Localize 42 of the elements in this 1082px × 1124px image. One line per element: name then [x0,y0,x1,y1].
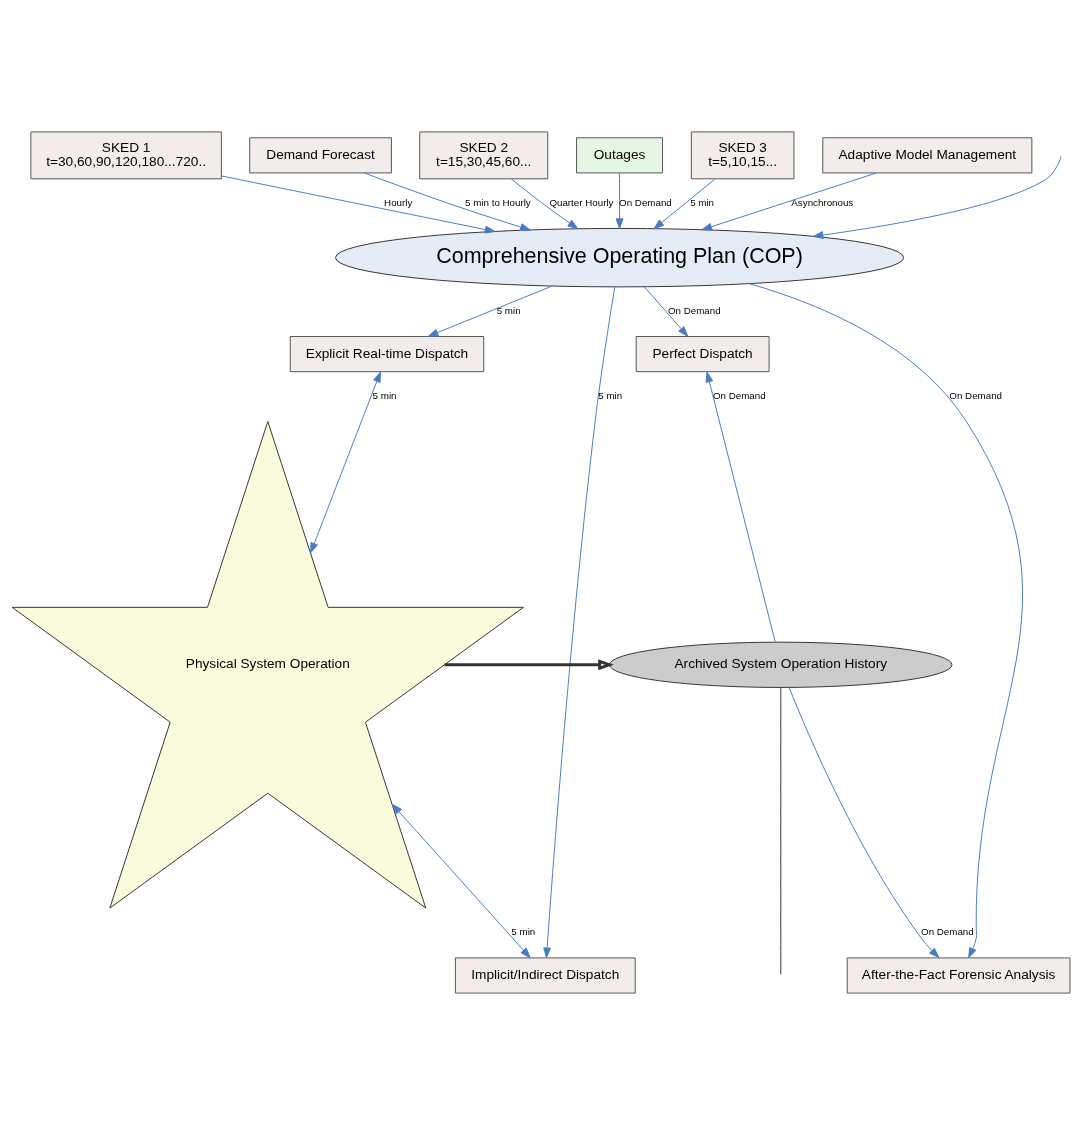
edge-label: On Demand [712,389,766,401]
node-box: SKED 1 t=30,60,90,120,180...720.. [30,130,222,179]
arrow [391,803,531,958]
arrow [701,172,877,231]
arrow [748,282,1023,958]
edge-label: 5 min [598,389,623,401]
edge-label: On Demand [921,925,974,937]
arrow [705,371,776,642]
arrow [444,658,614,670]
node-box: Demand Forecast [249,136,392,173]
node-box: Implicit/Indirect Dispatch [454,956,636,994]
edge-label: 5 min [496,304,521,316]
edge-label: On Demand [949,389,1003,401]
arrow [812,155,1062,239]
edge-label: Asynchronous [791,196,854,208]
edge-label: 5 min [690,196,715,208]
arrow [363,172,531,231]
arrow [615,172,624,229]
edge-label: On Demand [619,196,672,208]
node-box: SKED 3 t=5,10,15... [690,130,795,179]
node-box: After-the-Fact Forensic Analysis [846,956,1071,994]
arrow [310,371,381,553]
arrow [788,686,940,958]
node-ellipse: Archived System Operation History [609,641,953,688]
arrow [427,285,553,337]
node-box: SKED 2 t=15,30,45,60... [419,130,549,179]
edge-label: Quarter Hourly [549,196,614,208]
node-box: Adaptive Model Management [822,136,1033,173]
arrow [643,285,689,337]
connector [780,686,782,975]
edge-label: 5 min [372,389,397,401]
node-box: Perfect Dispatch [635,335,770,372]
edge-label: On Demand [667,304,721,316]
arrow [543,285,616,958]
edge-label: 5 min to Hourly [465,196,531,208]
edge-label: 5 min [511,925,536,937]
arrow [653,177,716,229]
node-box: Explicit Real-time Dispatch [289,335,485,372]
node-box: Outages [576,136,664,173]
edge-label: Hourly [384,196,413,208]
arrow [510,177,579,229]
arrow [221,175,496,233]
